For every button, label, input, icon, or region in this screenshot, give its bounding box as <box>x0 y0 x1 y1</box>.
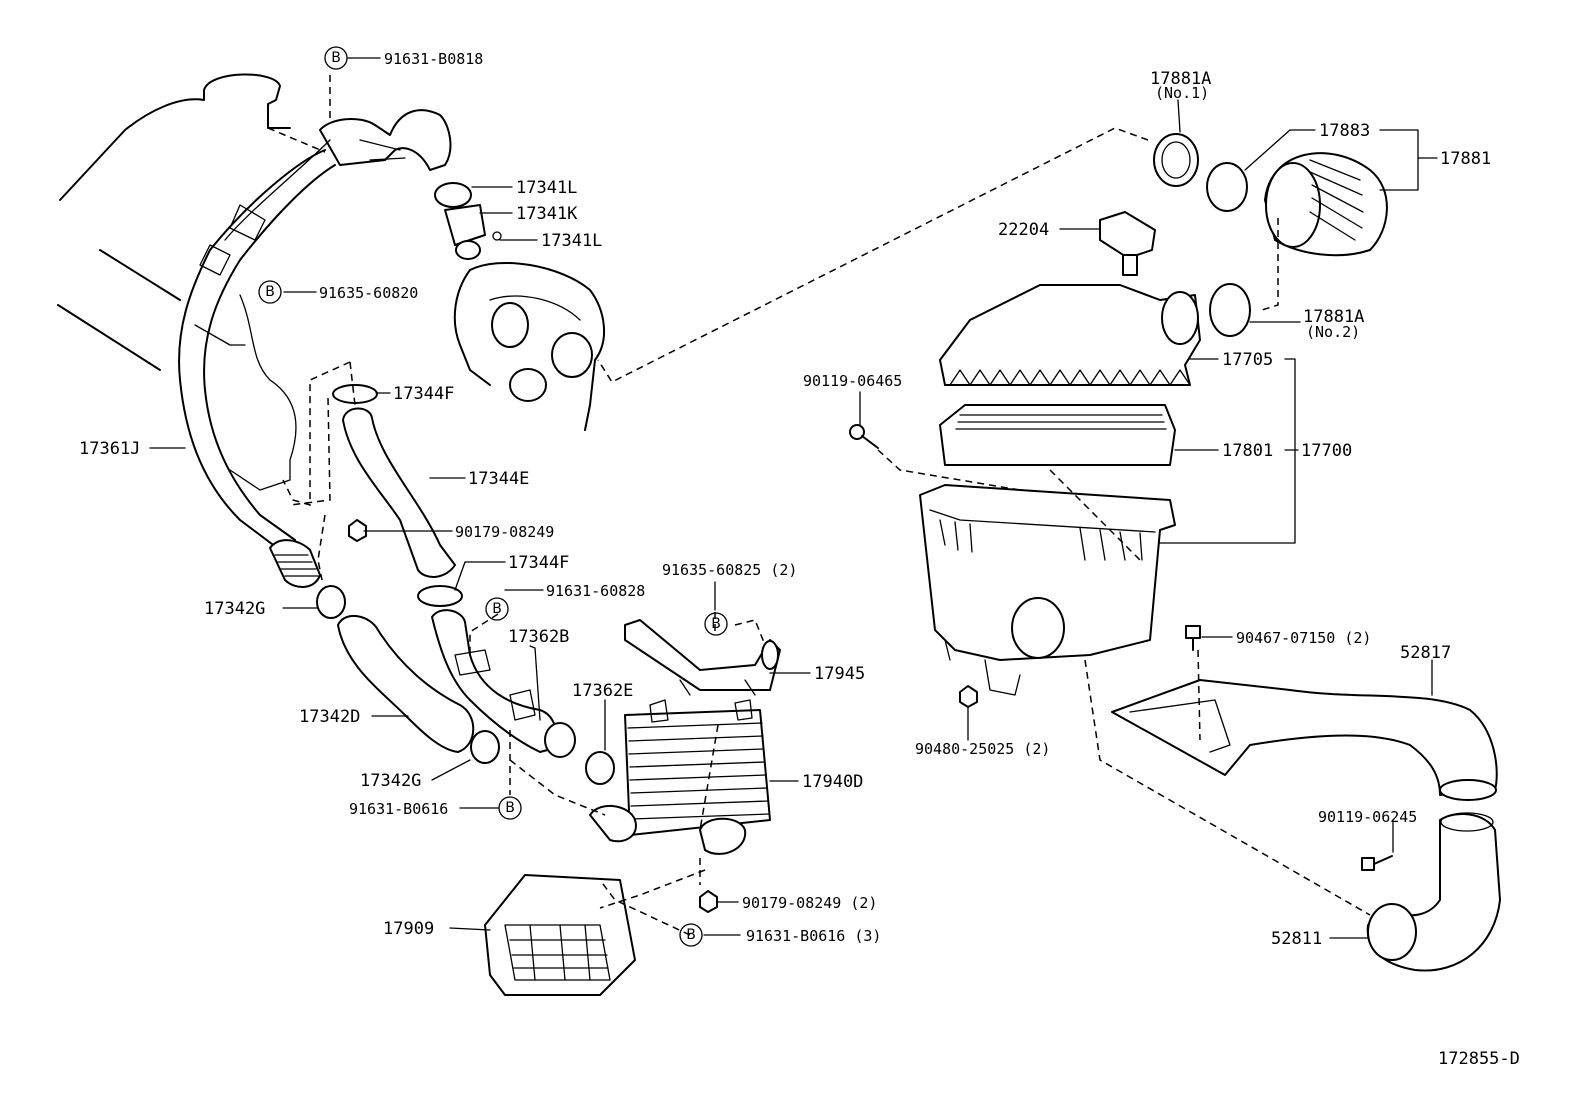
label-17881A-no2: 17881A <box>1303 307 1364 327</box>
hose-17881 <box>1264 152 1388 257</box>
duct-17909 <box>484 874 636 996</box>
hose-17344E <box>342 407 456 578</box>
label-90119-06465: 90119-06465 <box>803 372 902 390</box>
label-17700: 17700 <box>1301 441 1352 461</box>
part-labels: 91631-B0818 17341L 17341K 17341L 91635-6… <box>79 50 1520 1069</box>
bolt-marker-b-4: B <box>704 612 728 636</box>
label-17344F-b: 17344F <box>508 553 569 573</box>
svg-text:B: B <box>505 800 515 816</box>
bolt-marker-b-2: B <box>258 280 282 304</box>
turbocharger <box>453 261 606 431</box>
bolt-marker-b-5: B <box>498 796 522 820</box>
clamp-17344F-lower <box>417 585 463 607</box>
air-cleaner-case <box>919 484 1176 696</box>
label-17341L-a: 17341L <box>516 178 577 198</box>
duct-52811 <box>1366 812 1501 972</box>
nut-90179-08249-2 <box>699 890 718 913</box>
label-17705: 17705 <box>1222 350 1273 370</box>
label-17342G-b: 17342G <box>360 771 421 791</box>
clamp-17342G-upper <box>316 585 346 619</box>
svg-text:B: B <box>492 601 502 617</box>
label-90179-08249: 90179-08249 <box>455 523 554 541</box>
label-91631-B0818: 91631-B0818 <box>384 50 483 68</box>
corrugated-hose <box>269 539 321 588</box>
engine-outline <box>57 73 297 491</box>
clamp-17341 <box>434 182 502 260</box>
nut-90480-25025 <box>959 685 978 708</box>
clamp-17881A-no1 <box>1153 133 1199 187</box>
svg-text:B: B <box>331 50 341 66</box>
label-17344E: 17344E <box>468 469 529 489</box>
label-17341L-b: 17341L <box>541 231 602 251</box>
svg-text:B: B <box>711 616 721 632</box>
label-17361J: 17361J <box>79 439 140 459</box>
ring-17883 <box>1206 162 1248 212</box>
figure-id: 172855-D <box>1438 1049 1520 1069</box>
nut-90179-08249 <box>348 519 367 542</box>
label-17881A-no1: 17881A <box>1150 69 1211 89</box>
label-22204: 22204 <box>998 220 1049 240</box>
label-52817: 52817 <box>1400 643 1451 663</box>
sensor-22204 <box>1099 211 1156 276</box>
svg-text:B: B <box>265 284 275 300</box>
air-filter-element-17801 <box>939 404 1176 466</box>
label-17881: 17881 <box>1440 149 1491 169</box>
clamp-17342G-lower <box>470 730 500 764</box>
label-no2: (No.2) <box>1306 323 1360 341</box>
bolt-90119-06465 <box>849 424 879 449</box>
duct-52817 <box>1111 679 1498 801</box>
label-90119-06245: 90119-06245 <box>1318 808 1417 826</box>
bracket-17945 <box>624 619 781 696</box>
label-17362B: 17362B <box>508 627 569 647</box>
dashed-connectors <box>267 75 1371 936</box>
bolt-90119-06245 <box>1361 855 1393 871</box>
label-17883: 17883 <box>1319 121 1370 141</box>
clamp-17362E <box>585 751 615 785</box>
label-91631-B0616: 91631-B0616 <box>349 800 448 818</box>
label-90179-08249-2: 90179-08249 (2) <box>742 894 877 912</box>
leader-lines <box>149 57 1438 939</box>
label-90480-25025: 90480-25025 (2) <box>915 740 1050 758</box>
label-91631-B0616-3: 91631-B0616 (3) <box>746 927 881 945</box>
clamp-17881A-no2 <box>1209 283 1251 337</box>
label-52811: 52811 <box>1271 929 1322 949</box>
bolt-90467-07150 <box>1185 625 1201 651</box>
label-no1: (No.1) <box>1155 84 1209 102</box>
intake-pipe-upper <box>178 109 452 551</box>
bolt-marker-b-6: B <box>679 923 703 947</box>
hose-17342D <box>337 615 475 753</box>
label-91631-60828: 91631-60828 <box>546 582 645 600</box>
label-17362E: 17362E <box>572 681 633 701</box>
label-91635-60820: 91635-60820 <box>319 284 418 302</box>
label-17945: 17945 <box>814 664 865 684</box>
bolt-marker-b-3: B <box>485 597 509 621</box>
intercooler-17940D <box>589 699 771 855</box>
label-17344F-a: 17344F <box>393 384 454 404</box>
bolt-marker-b-1: B <box>324 46 348 70</box>
label-17341K: 17341K <box>516 204 578 224</box>
label-17342D: 17342D <box>299 707 360 727</box>
label-90467-07150: 90467-07150 (2) <box>1236 629 1371 647</box>
label-17342G-a: 17342G <box>204 599 265 619</box>
label-17940D: 17940D <box>802 772 863 792</box>
label-17801: 17801 <box>1222 441 1273 461</box>
svg-text:B: B <box>686 927 696 943</box>
air-cleaner-cover-17705 <box>939 284 1201 386</box>
label-17909: 17909 <box>383 919 434 939</box>
label-91635-60825: 91635-60825 (2) <box>662 561 797 579</box>
